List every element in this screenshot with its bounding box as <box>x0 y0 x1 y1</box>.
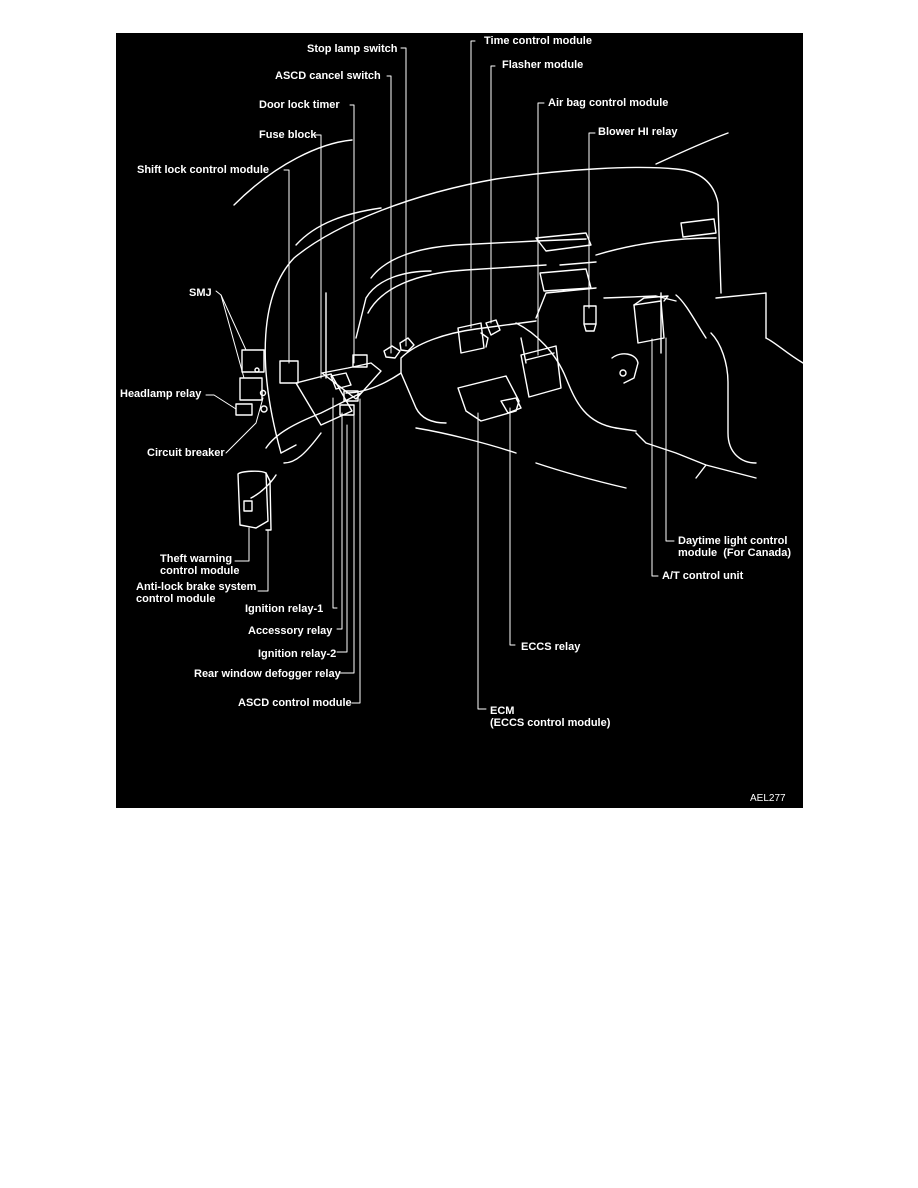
label-daytime-light-control-module: Daytime light control module (For Canada… <box>678 535 792 559</box>
label-ascd-cancel-switch: ASCD cancel switch <box>275 70 381 82</box>
label-air-bag-control-module: Air bag control module <box>548 97 669 109</box>
label-accessory-relay: Accessory relay <box>248 625 333 637</box>
label-anti-lock-brake-system-control-module: Anti-lock brake system control module <box>136 581 257 605</box>
label-ecm: ECM (ECCS control module) <box>490 705 611 729</box>
label-at-control-unit: A/T control unit <box>662 570 744 582</box>
component-location-diagram: Stop lamp switch ASCD cancel switch Door… <box>116 33 803 808</box>
leader-lines <box>205 40 675 710</box>
label-rear-window-defogger-relay: Rear window defogger relay <box>194 668 341 680</box>
label-fuse-block: Fuse block <box>259 129 317 141</box>
label-time-control-module: Time control module <box>484 35 592 47</box>
label-ignition-relay-1: Ignition relay-1 <box>245 603 324 615</box>
label-shift-lock-control-module: Shift lock control module <box>137 164 270 176</box>
label-headlamp-relay: Headlamp relay <box>120 388 202 400</box>
label-smj: SMJ <box>189 287 212 299</box>
label-flasher-module: Flasher module <box>502 59 584 71</box>
label-theft-warning-control-module: Theft warning control module <box>160 553 240 577</box>
label-ignition-relay-2: Ignition relay-2 <box>258 648 337 660</box>
component-shapes <box>235 295 669 531</box>
label-stop-lamp-switch: Stop lamp switch <box>307 43 398 55</box>
figure-code: AEL277 <box>750 793 786 804</box>
dashboard-drawing <box>205 40 803 710</box>
label-eccs-relay: ECCS relay <box>521 641 581 653</box>
label-ascd-control-module: ASCD control module <box>238 697 352 709</box>
label-circuit-breaker: Circuit breaker <box>147 447 225 459</box>
label-door-lock-timer: Door lock timer <box>259 99 340 111</box>
label-blower-hi-relay: Blower HI relay <box>598 126 678 138</box>
dashboard-outline <box>233 132 803 499</box>
